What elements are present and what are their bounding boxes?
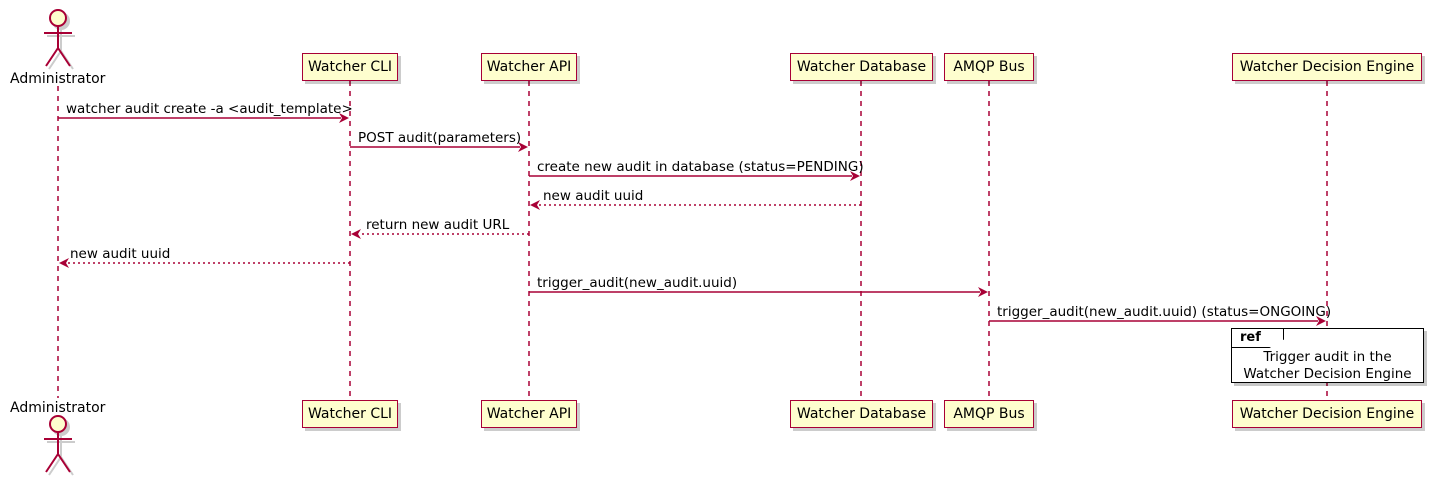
participant-watcher-api-top[interactable]: Watcher API <box>481 53 577 81</box>
message-arrow-8 <box>989 316 1326 326</box>
message-label-8: trigger_audit(new_audit.uuid) (status=ON… <box>997 304 1332 320</box>
message-arrow-3 <box>529 171 860 181</box>
fragment-line: Trigger audit in the <box>1263 349 1392 365</box>
participant-watcher-api-bottom[interactable]: Watcher API <box>481 400 577 428</box>
message-arrow-6 <box>59 258 350 268</box>
message-label-2: POST audit(parameters) <box>358 130 522 146</box>
actor-label-administrator-top: Administrator <box>10 71 106 87</box>
participant-watcher-decision-engine-bottom[interactable]: Watcher Decision Engine <box>1232 400 1422 428</box>
actor-figure-administrator-bottom <box>44 415 72 473</box>
message-label-7: trigger_audit(new_audit.uuid) <box>537 275 738 291</box>
actor-figure-administrator-top <box>44 9 72 67</box>
message-arrows-group <box>58 113 1326 326</box>
participant-watcher-cli-bottom[interactable]: Watcher CLI <box>302 400 398 428</box>
participant-watcher-decision-engine-top[interactable]: Watcher Decision Engine <box>1232 53 1422 81</box>
participant-watcher-database-bottom[interactable]: Watcher Database <box>790 400 933 428</box>
message-arrow-1 <box>58 113 349 123</box>
fragment-tab-ref-trigger-audit <box>1232 329 1284 348</box>
message-arrow-2 <box>350 142 528 152</box>
actor-label-administrator-bottom: Administrator <box>10 400 106 416</box>
participant-watcher-cli-top[interactable]: Watcher CLI <box>302 53 398 81</box>
message-label-1: watcher audit create -a <audit_template> <box>66 101 353 117</box>
message-arrow-5 <box>351 229 529 239</box>
message-label-4: new audit uuid <box>543 188 644 204</box>
message-label-5: return new audit URL <box>366 217 510 233</box>
participant-watcher-database-top[interactable]: Watcher Database <box>790 53 933 81</box>
fragment-line: Watcher Decision Engine <box>1243 366 1412 382</box>
message-label-6: new audit uuid <box>70 246 171 262</box>
participant-amqp-bus-top[interactable]: AMQP Bus <box>944 53 1034 81</box>
message-arrow-4 <box>530 200 861 210</box>
participant-amqp-bus-bottom[interactable]: AMQP Bus <box>944 400 1034 428</box>
message-arrow-7 <box>529 287 988 297</box>
actor-figures-group <box>44 9 72 473</box>
fragment-tab-label-ref-trigger-audit: ref <box>1240 330 1261 345</box>
message-label-3: create new audit in database (status=PEN… <box>537 159 864 175</box>
lifelines-group <box>57 81 1328 400</box>
